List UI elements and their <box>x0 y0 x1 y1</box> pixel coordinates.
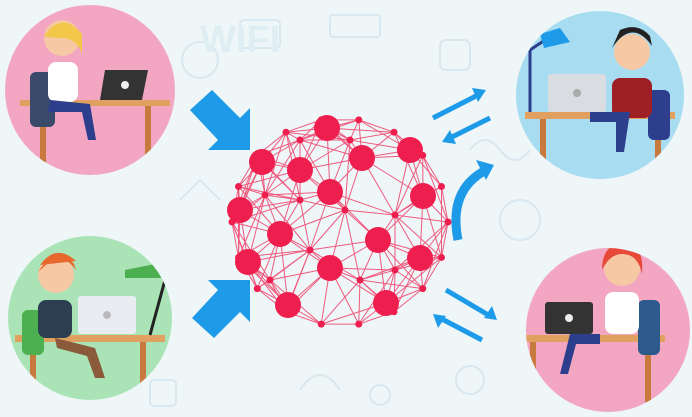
network-link <box>440 221 449 258</box>
network-node-small <box>437 253 445 261</box>
arrow-exchange-bottom-right <box>433 287 497 343</box>
arrow-in-top-left <box>190 90 250 150</box>
network-link <box>358 119 395 133</box>
network-node-small <box>419 285 427 293</box>
network-link <box>393 288 424 313</box>
network-link <box>264 139 301 196</box>
person-at-laptop-top-right <box>516 11 684 179</box>
network-link <box>285 119 322 133</box>
network-node-small <box>355 116 363 124</box>
network-node-small <box>282 308 290 316</box>
network-link <box>238 186 266 196</box>
arrow-in-bottom-left <box>192 280 250 338</box>
network-node-large <box>317 255 343 281</box>
network-node-small <box>306 246 314 254</box>
network-link <box>440 186 449 223</box>
network-node-small <box>261 191 269 199</box>
network-node-small <box>228 218 236 226</box>
network-link <box>358 279 361 325</box>
network-node-small <box>282 128 290 136</box>
arrow-curve-right <box>451 160 494 241</box>
network-link <box>422 221 449 289</box>
network-link <box>394 269 424 290</box>
network-link <box>299 199 346 211</box>
network-node-large <box>349 145 375 171</box>
network-node-small <box>437 183 445 191</box>
network-node-small <box>235 253 243 261</box>
network-node-large <box>227 197 253 223</box>
network-node-small <box>419 151 427 159</box>
network-link <box>394 214 449 223</box>
network-node-small <box>444 218 452 226</box>
network-link <box>309 209 346 251</box>
network-link <box>320 279 361 325</box>
person-at-laptop-bottom-right <box>526 248 690 412</box>
network-node-small <box>296 136 304 144</box>
network-node-large <box>249 149 275 175</box>
network-link <box>359 279 423 290</box>
network-node-small <box>355 320 363 328</box>
network-globe <box>227 115 452 328</box>
network-node-small <box>266 276 274 284</box>
person-at-laptop-top-left <box>5 5 175 175</box>
network-node-large <box>407 245 433 271</box>
network-link <box>344 209 396 216</box>
network-node-large <box>235 249 261 275</box>
network-node-small <box>253 285 261 293</box>
network-link <box>394 214 442 258</box>
network-link <box>238 194 266 258</box>
network-node-small <box>390 128 398 136</box>
network-link <box>264 132 287 196</box>
network-link <box>299 199 311 251</box>
network-link <box>359 269 396 281</box>
background-doodles <box>149 14 541 407</box>
network-node-small <box>317 320 325 328</box>
network-link <box>422 155 442 187</box>
network-link <box>349 131 395 141</box>
network-link <box>349 119 360 141</box>
network-node-small <box>317 116 325 124</box>
network-node-small <box>235 183 243 191</box>
network-node-large <box>317 179 343 205</box>
network-link <box>238 186 301 201</box>
network-node-large <box>397 137 423 163</box>
network-node-small <box>391 211 399 219</box>
network-link <box>269 249 311 281</box>
network-link <box>422 257 442 289</box>
person-at-laptop-bottom-left <box>8 236 172 400</box>
network-link <box>231 221 240 258</box>
network-node-small <box>296 196 304 204</box>
network-node-large <box>410 183 436 209</box>
network-node-small <box>391 266 399 274</box>
network-node-large <box>275 292 301 318</box>
network-node-small <box>390 308 398 316</box>
network-node-large <box>267 221 293 247</box>
arrow-exchange-top-right <box>431 88 492 144</box>
network-node-small <box>253 151 261 159</box>
network-node-small <box>346 136 354 144</box>
network-node-large <box>365 227 391 253</box>
network-link <box>422 155 449 223</box>
network-link <box>344 139 351 211</box>
network-node-small <box>356 276 364 284</box>
network-link <box>344 209 361 281</box>
network-link <box>264 194 301 201</box>
doodle-wifi-text: WIFI <box>200 19 280 61</box>
network-node-large <box>287 157 313 183</box>
network-link <box>264 194 311 251</box>
network-link <box>394 155 424 216</box>
network-node-small <box>341 206 349 214</box>
